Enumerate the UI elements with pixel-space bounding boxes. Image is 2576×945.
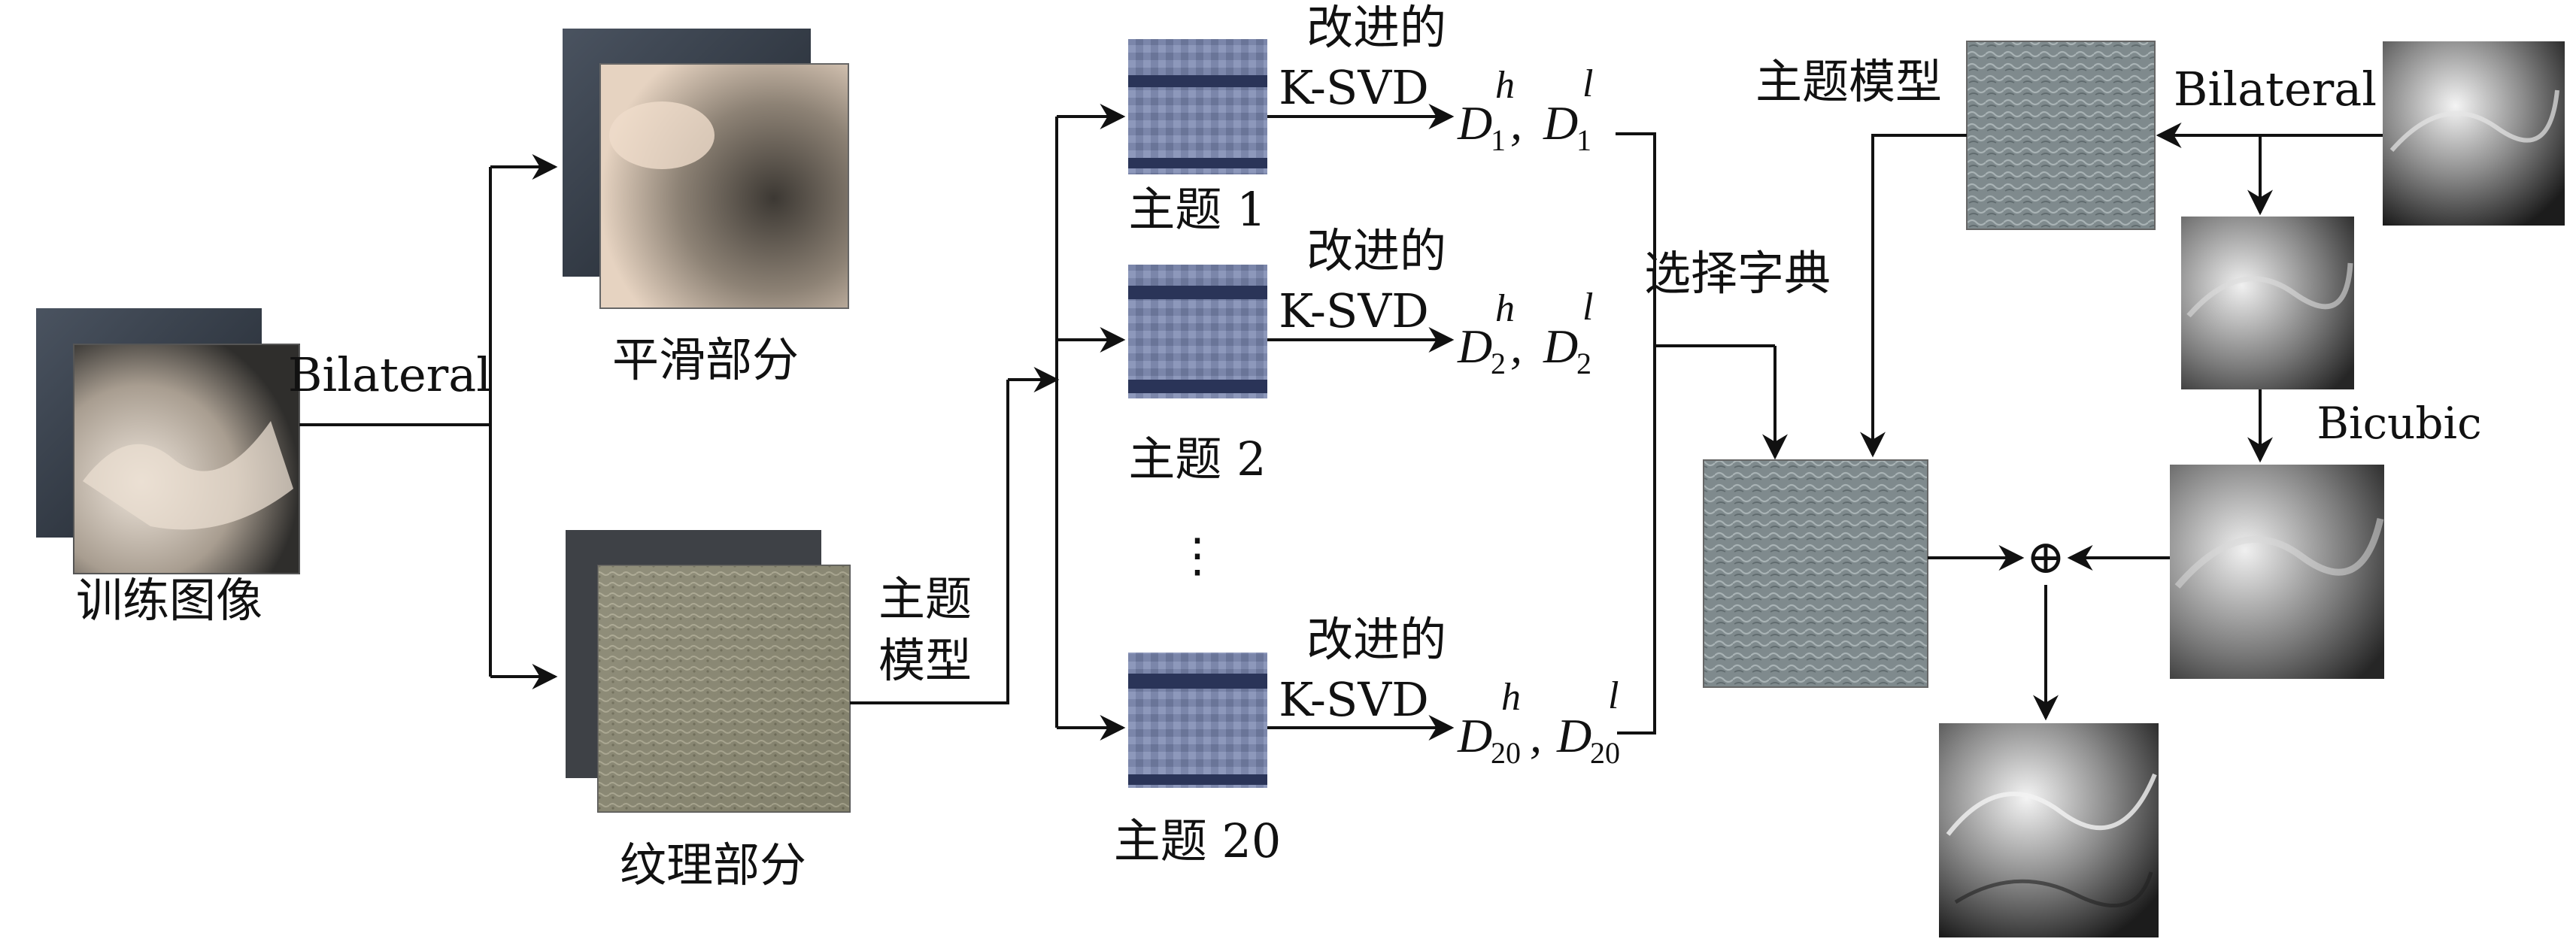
dictionary-20-label: D 20 h , D 20 l bbox=[1457, 674, 1620, 770]
svg-text:h: h bbox=[1501, 676, 1521, 719]
output-image bbox=[1939, 723, 2159, 937]
svg-text:h: h bbox=[1495, 287, 1515, 330]
connector-texture-to-topics bbox=[850, 380, 1009, 704]
svg-text:l: l bbox=[1608, 674, 1619, 717]
svg-text:,: , bbox=[1530, 709, 1542, 762]
low-res-image-ridges bbox=[2186, 262, 2353, 318]
svg-text:20: 20 bbox=[1590, 736, 1620, 770]
topic-20-patch bbox=[1128, 653, 1267, 788]
texture-part-tint bbox=[598, 565, 850, 812]
ksvd-label-2: K-SVD bbox=[1279, 283, 1429, 338]
reconstructed-texture-image bbox=[1703, 459, 1928, 688]
training-image-cloud-detail bbox=[83, 421, 293, 530]
svg-text:1: 1 bbox=[1491, 123, 1506, 157]
dictionary-2-label: D 2 h , D 2 l bbox=[1457, 286, 1593, 380]
training-image-label: 训练图像 bbox=[76, 573, 262, 628]
topic-model-label-line1: 主题 bbox=[878, 571, 972, 626]
output-image-ridges-2 bbox=[1954, 871, 2153, 907]
output-image-ridges bbox=[1946, 773, 2157, 836]
svg-text:l: l bbox=[1582, 62, 1593, 105]
topic-model-right-label: 主题模型 bbox=[1755, 54, 1942, 109]
svg-text:2: 2 bbox=[1576, 347, 1591, 380]
svg-text:,: , bbox=[1510, 96, 1522, 150]
svg-text:20: 20 bbox=[1491, 736, 1521, 770]
bicubic-image-ridges bbox=[2174, 518, 2384, 589]
topic-1-label: 主题 1 bbox=[1128, 182, 1266, 237]
connector-topic-model-down bbox=[1860, 134, 1967, 458]
improved-label-1: 改进的 bbox=[1306, 0, 1446, 55]
smooth-part-blob bbox=[609, 101, 715, 169]
smooth-part-label: 平滑部分 bbox=[612, 332, 799, 387]
svg-text:,: , bbox=[1510, 320, 1522, 373]
bicubic-label: Bicubic bbox=[2317, 398, 2481, 449]
smooth-part-stack bbox=[563, 29, 849, 309]
smooth-part-front bbox=[599, 63, 849, 309]
connector-dictionaries-bracket bbox=[1616, 132, 1656, 734]
topic-2-label: 主题 2 bbox=[1128, 432, 1266, 486]
topic-model-right-patch bbox=[1966, 41, 2156, 230]
svg-text:D: D bbox=[1556, 709, 1591, 762]
input-image-ridges bbox=[2389, 89, 2559, 152]
bilateral-left-label: Bilateral bbox=[288, 347, 491, 402]
low-res-image bbox=[2181, 217, 2354, 389]
svg-text:D: D bbox=[1457, 96, 1492, 150]
svg-text:1: 1 bbox=[1576, 123, 1591, 157]
svg-text:D: D bbox=[1457, 320, 1492, 373]
svg-text:D: D bbox=[1543, 96, 1578, 150]
dictionary-1-label: D 1 h , D 1 l bbox=[1457, 62, 1593, 157]
texture-part-label: 纹理部分 bbox=[620, 837, 806, 892]
svg-text:h: h bbox=[1495, 64, 1515, 107]
improved-label-2: 改进的 bbox=[1306, 223, 1446, 278]
select-dictionary-label: 选择字典 bbox=[1644, 246, 1831, 301]
training-image-stack bbox=[36, 308, 300, 574]
topic-2-patch bbox=[1128, 265, 1267, 398]
bilateral-right-label: Bilateral bbox=[2174, 62, 2377, 117]
improved-label-20: 改进的 bbox=[1306, 612, 1446, 667]
ksvd-label-20: K-SVD bbox=[1279, 672, 1429, 727]
svg-text:D: D bbox=[1543, 320, 1578, 373]
topics-ellipsis: ⋮ bbox=[1174, 528, 1221, 583]
texture-part-stack bbox=[566, 530, 851, 813]
svg-text:l: l bbox=[1582, 286, 1593, 329]
svg-text:2: 2 bbox=[1491, 347, 1506, 380]
ksvd-label-1: K-SVD bbox=[1279, 60, 1429, 115]
svg-text:D: D bbox=[1457, 709, 1492, 762]
topic-1-patch bbox=[1128, 39, 1267, 174]
input-image bbox=[2383, 41, 2565, 226]
topic-model-label-line2: 模型 bbox=[878, 633, 972, 688]
sum-symbol: ⊕ bbox=[2026, 529, 2065, 584]
topic-20-label: 主题 20 bbox=[1114, 813, 1282, 868]
